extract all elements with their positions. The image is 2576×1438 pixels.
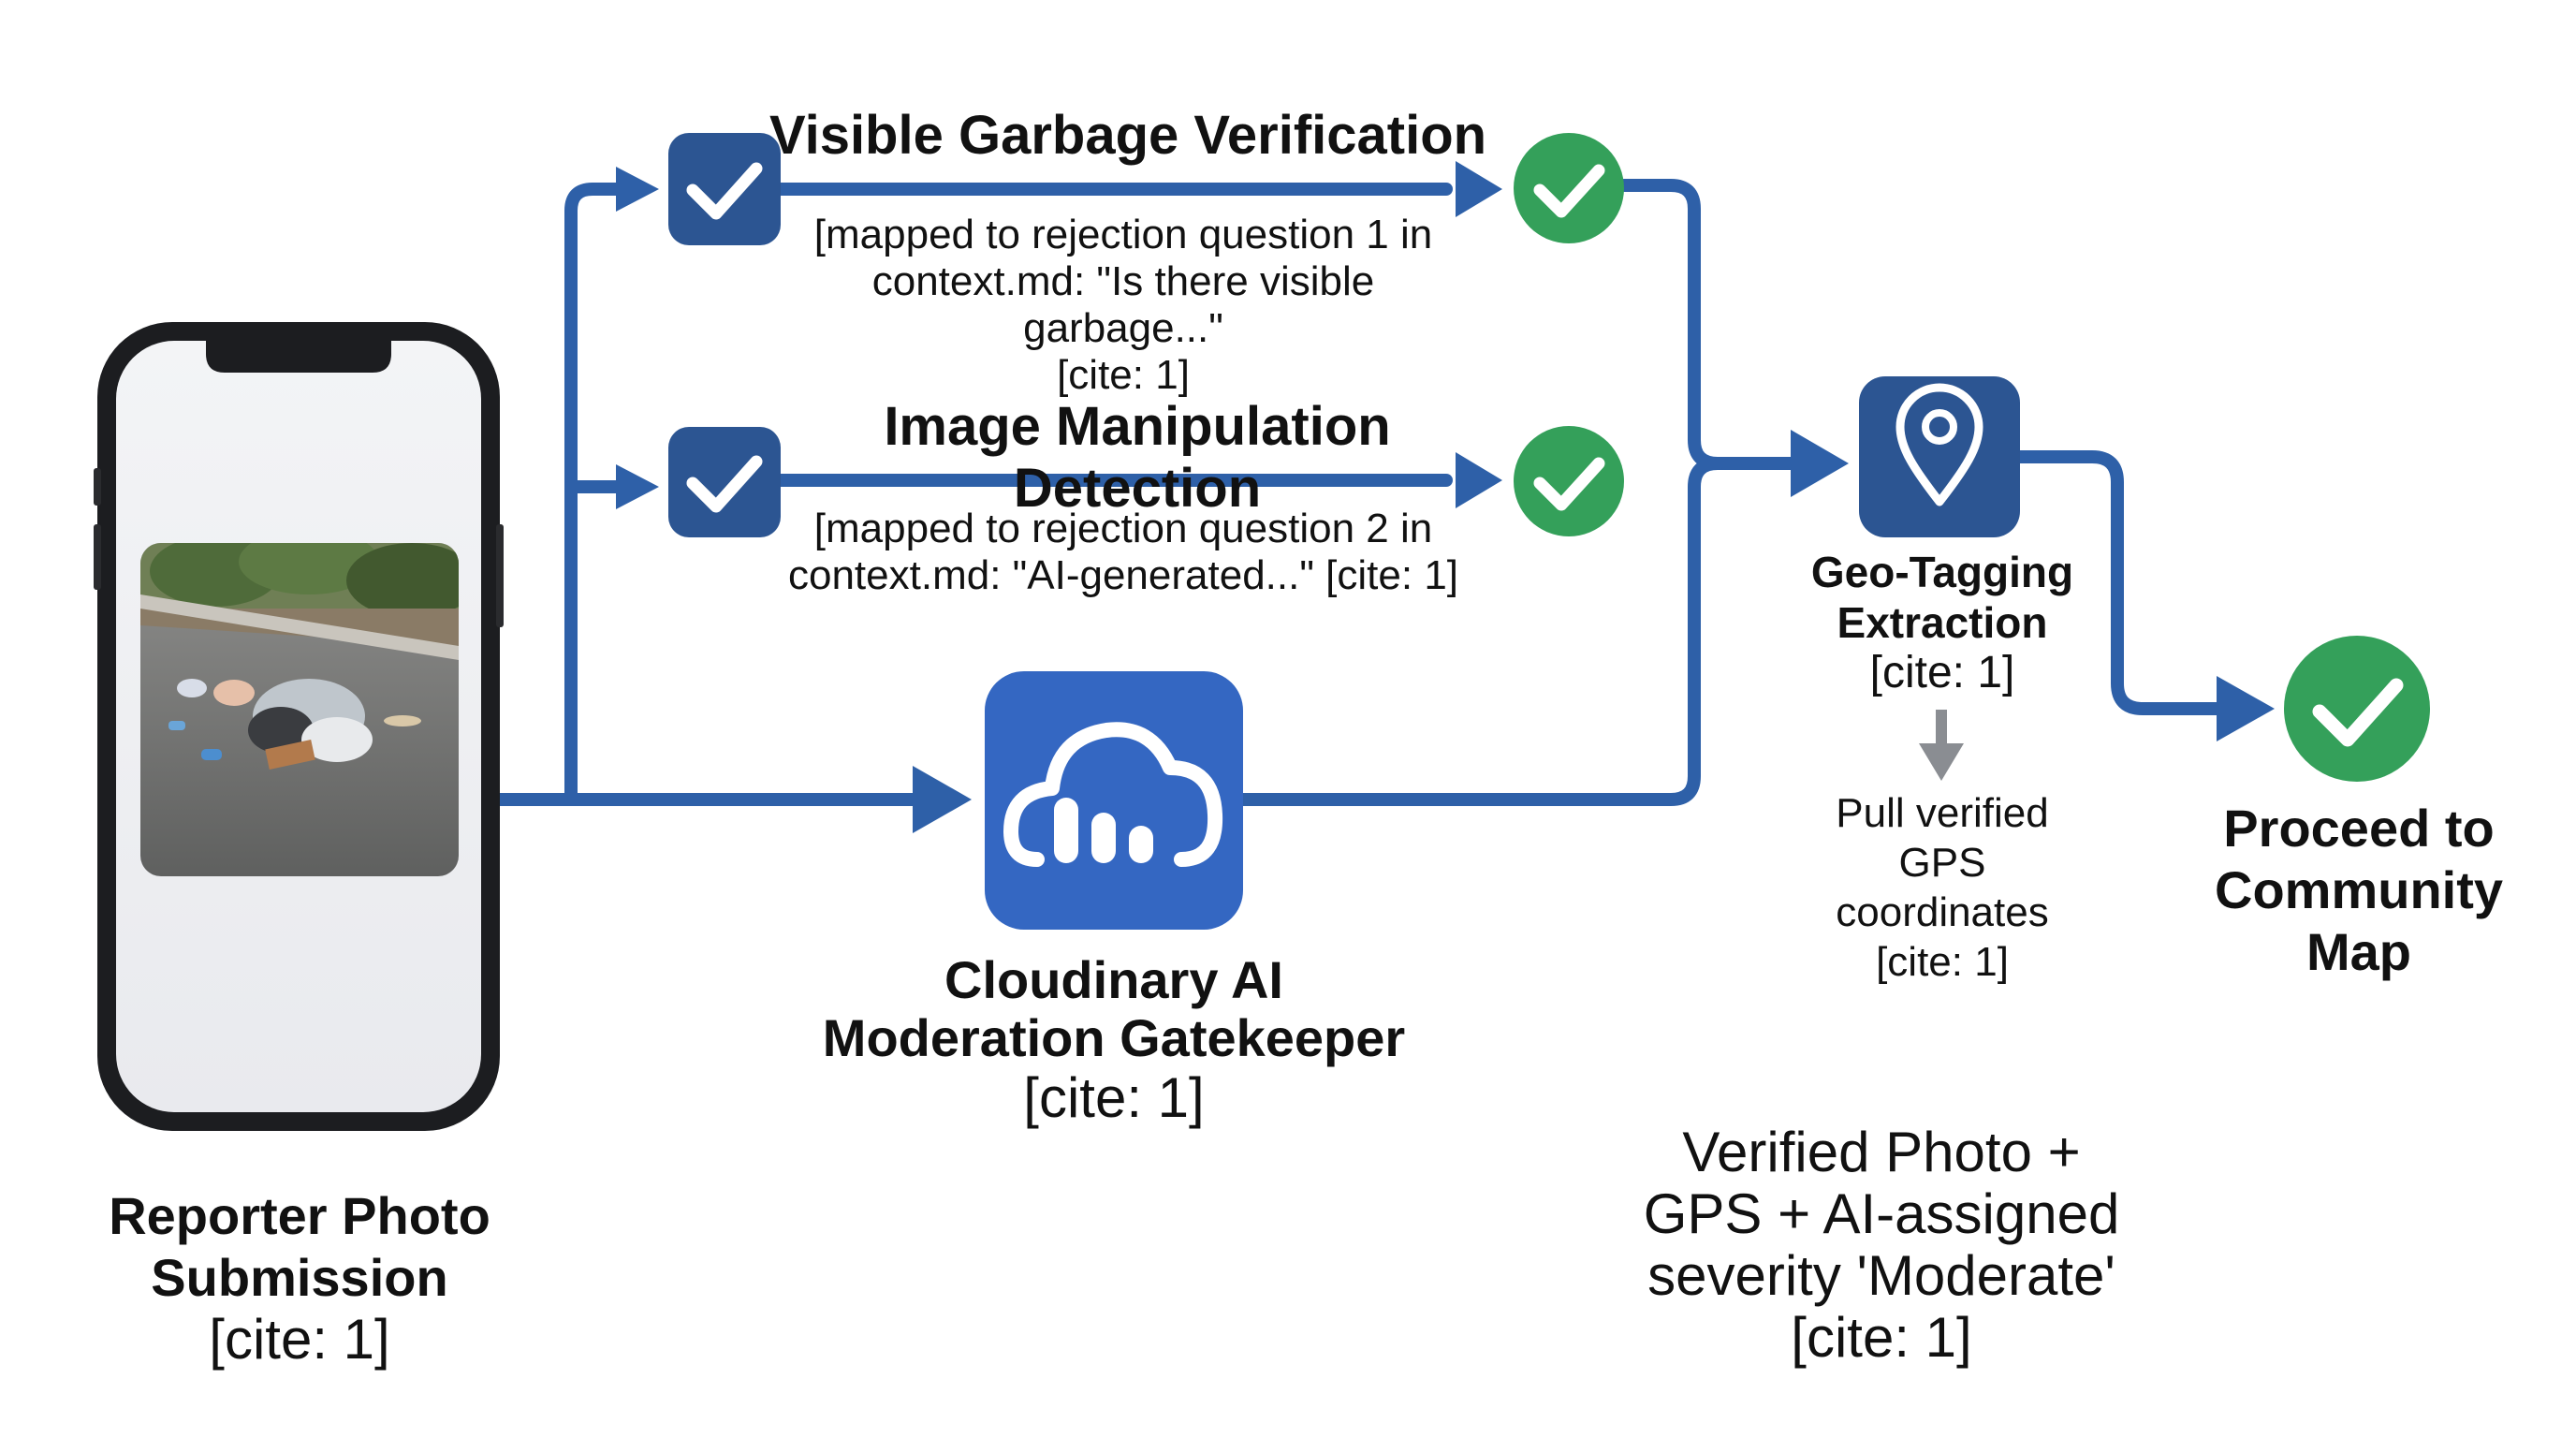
- location-pin-icon: [1859, 376, 2020, 537]
- geotag-title-line1: Geo-Tagging: [1810, 548, 2074, 596]
- final-title-line3: Map: [2306, 922, 2411, 981]
- check1-title: Visible Garbage Verification: [768, 105, 1487, 166]
- connector-check1-to-geo: [1617, 179, 1808, 470]
- check1-note-line3: [cite: 1]: [1057, 352, 1190, 398]
- geotag-sub: Pull verified GPS coordinates [cite: 1]: [1760, 788, 2125, 987]
- check1-pass-icon: [1514, 133, 1624, 243]
- summary-line3: severity 'Moderate': [1647, 1244, 2115, 1307]
- final-title-line1: Proceed to: [2223, 799, 2495, 858]
- reporter-title-line1: Reporter Photo: [109, 1186, 490, 1245]
- check2-note-line2: context.md: "AI-generated..." [cite: 1]: [787, 552, 1459, 598]
- summary-line2: GPS + AI-assigned: [1643, 1182, 2120, 1245]
- connector-cloud-to-geo: [1234, 457, 1724, 806]
- arrowhead-to-check1: [616, 167, 659, 212]
- geotag-title-line2: Extraction: [1837, 598, 2048, 647]
- geotag-sub-line2: GPS: [1898, 840, 1986, 886]
- reporter-label: Reporter Photo Submission [cite: 1]: [56, 1185, 543, 1371]
- check1-note-line1: [mapped to rejection question 1 in: [813, 212, 1433, 257]
- arrowhead-to-geo: [1791, 430, 1849, 497]
- arrowhead-check2-end: [1456, 452, 1502, 508]
- garbage-photo: [140, 543, 459, 876]
- geotag-label: Geo-Tagging Extraction [cite: 1]: [1760, 547, 2125, 698]
- check2-title: Image Manipulation Detection: [884, 396, 1391, 519]
- geotag-sub-line1: Pull verified: [1836, 790, 2049, 836]
- check2-box-icon: [668, 427, 781, 537]
- check1-note: [mapped to rejection question 1 in conte…: [768, 212, 1479, 399]
- arrowhead-check1-end: [1456, 161, 1502, 217]
- final-title-line2: Community: [2215, 860, 2503, 919]
- arrowhead-to-final: [2217, 676, 2275, 741]
- summary-line1: Verified Photo +: [1682, 1121, 2081, 1183]
- reporter-cite: [cite: 1]: [209, 1308, 390, 1371]
- summary-line4: [cite: 1]: [1791, 1306, 1972, 1369]
- gatekeeper-label: Cloudinary AI Moderation Gatekeeper [cit…: [777, 951, 1451, 1129]
- gatekeeper-title-line2: Moderation Gatekeeper: [822, 1008, 1406, 1067]
- gatekeeper-title-line1: Cloudinary AI: [944, 950, 1283, 1009]
- arrowhead-to-check2: [616, 464, 659, 509]
- connector-geo-to-final: [2006, 450, 2225, 715]
- check1-box-icon: [668, 133, 781, 245]
- gatekeeper-cite: [cite: 1]: [1023, 1066, 1205, 1129]
- check2-pass-icon: [1514, 426, 1624, 536]
- down-arrow-icon: [1919, 710, 1964, 781]
- final-label: Proceed to Community Map: [2172, 798, 2546, 983]
- check-circle-icon: [2284, 636, 2430, 782]
- geotag-sub-line3: coordinates: [1836, 889, 2049, 935]
- summary-label: Verified Photo + GPS + AI-assigned sever…: [1591, 1122, 2172, 1369]
- geotag-sub-line4: [cite: 1]: [1876, 939, 2009, 985]
- arrowhead-to-cloud: [913, 766, 972, 833]
- check2-note: [mapped to rejection question 2 in conte…: [768, 506, 1479, 599]
- cloud-icon: [985, 671, 1243, 930]
- check1-note-line2: context.md: "Is there visible garbage...…: [871, 258, 1375, 351]
- reporter-title-line2: Submission: [151, 1248, 448, 1307]
- check2-note-line1: [mapped to rejection question 2 in: [813, 506, 1433, 551]
- geotag-cite: [cite: 1]: [1869, 648, 2015, 697]
- connector-branch-trunk: [564, 183, 624, 806]
